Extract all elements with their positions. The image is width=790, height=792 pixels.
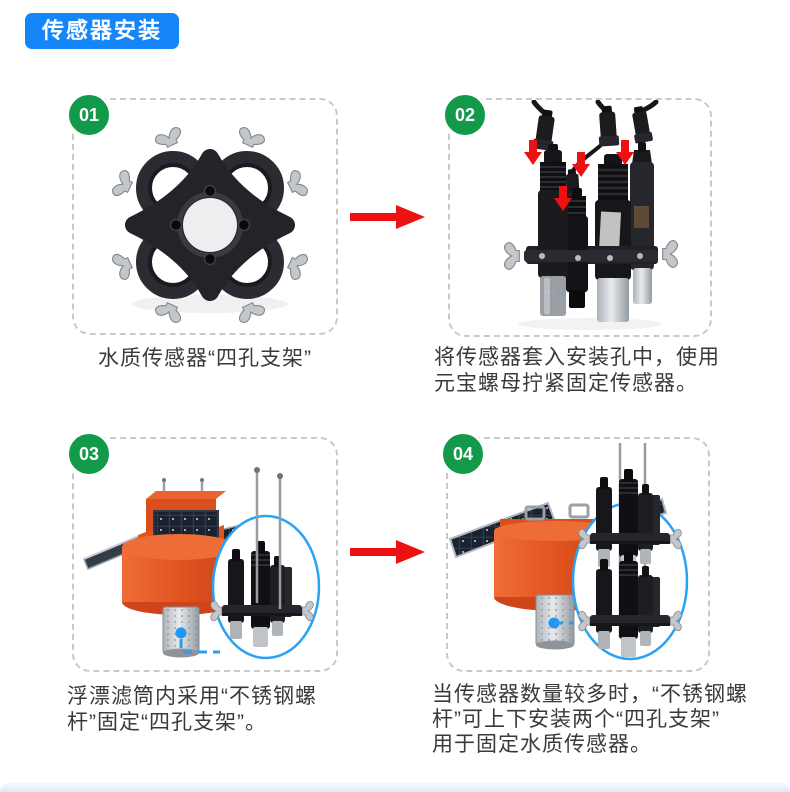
step-2-caption: 将传感器套入安装孔中，使用 元宝螺母拧紧固定传感器。 [434,346,720,395]
step-3-caption: 浮漂滤筒内采用“不锈钢螺 杆”固定“四孔支架”。 [67,685,317,734]
next-section-strip [0,783,790,792]
step-4-caption: 当传感器数量较多时，“不锈钢螺 杆”可上下安装两个“四孔支架” 用于固定水质传感… [432,683,748,756]
arrow-right-icon [350,205,425,229]
four-hole-bracket-illustration [110,125,310,325]
bracket-front [504,240,678,270]
section-title-badge: 传感器安装 [25,13,180,49]
top-pins [162,481,204,491]
sensor-left [538,144,568,316]
buoy-double-bracket-illustration [448,443,689,661]
sensor-small [566,188,588,308]
step-1-badge: 01 [66,92,112,138]
step-3-panel: 03 [66,431,338,672]
step-4-panel: 04 [440,431,710,672]
lift-handles [524,503,590,521]
sensor-insertion-illustration [504,100,678,330]
small-holes [169,184,251,266]
step-3-badge: 03 [66,431,112,477]
buoy-single-bracket-illustration [83,467,321,660]
callout-dot [175,627,187,639]
stainless-rods [255,471,282,609]
arrow-right-icon [350,540,425,564]
step-2-badge: 02 [442,92,488,138]
sensor-right [630,142,654,304]
center-hole [183,198,237,252]
step-1-caption: 水质传感器“四孔支架” [98,347,312,370]
step-2-panel: 02 [442,92,712,337]
step-1-panel: 01 [66,92,338,335]
step-4-badge: 04 [440,431,486,477]
callout-dashed-line [179,639,220,654]
sensor-large [595,154,631,322]
